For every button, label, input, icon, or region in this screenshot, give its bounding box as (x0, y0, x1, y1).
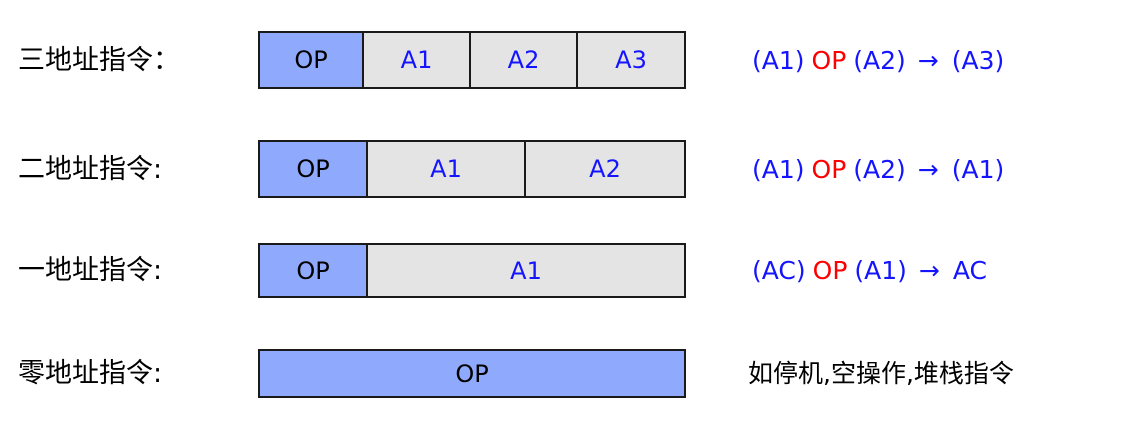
semantics-expression: (A1)OP(A2)→(A1) (752, 140, 1112, 198)
semantics-operand-token: (A3) (951, 45, 1005, 75)
opcode-field: OP (260, 142, 368, 196)
opcode-field: OP (260, 245, 368, 296)
semantics-expression: (A1)OP(A2) → (A3) (752, 31, 1112, 89)
semantics-operand-token: (A1) (752, 154, 805, 184)
opcode-field: OP (260, 351, 684, 396)
semantics-operand-token: (A1) (951, 154, 1005, 184)
row-label: 零地址指令: (18, 358, 163, 389)
semantics-operand-token: (A1) (752, 45, 805, 75)
instruction-format-row: 零地址指令: OP 如停机,空操作,堆栈指令 (0, 349, 1122, 398)
address-field: A1 (368, 142, 526, 196)
arrow-right-icon: → (917, 45, 939, 75)
row-label: 一地址指令: (18, 255, 163, 286)
address-field: A3 (578, 33, 684, 87)
semantics-op-token: OP (812, 256, 848, 285)
semantics-note: 如停机,空操作,堆栈指令 (748, 359, 1014, 388)
address-field: A1 (368, 245, 684, 296)
row-label: 二地址指令: (18, 153, 163, 185)
opcode-field: OP (260, 33, 364, 87)
arrow-right-icon: → (917, 154, 939, 184)
semantics-operand-token: AC (952, 256, 987, 285)
address-field: A2 (471, 33, 578, 87)
semantics-operand-token: (AC) (752, 256, 806, 285)
semantics-op-token: OP (811, 45, 847, 75)
semantics-operand-token: (A2) (853, 154, 906, 184)
instruction-format-bar: OP (258, 349, 686, 398)
semantics-op-token: OP (811, 154, 847, 184)
row-label: 三地址指令： (18, 44, 180, 76)
semantics-expression: (AC)OP(A1) → AC (752, 243, 1112, 298)
semantics-operand-token: (A1) (854, 256, 907, 285)
address-field: A1 (364, 33, 471, 87)
address-field: A2 (526, 142, 684, 196)
arrow-right-icon: → (918, 256, 940, 285)
semantics-operand-token: (A2) (853, 45, 906, 75)
